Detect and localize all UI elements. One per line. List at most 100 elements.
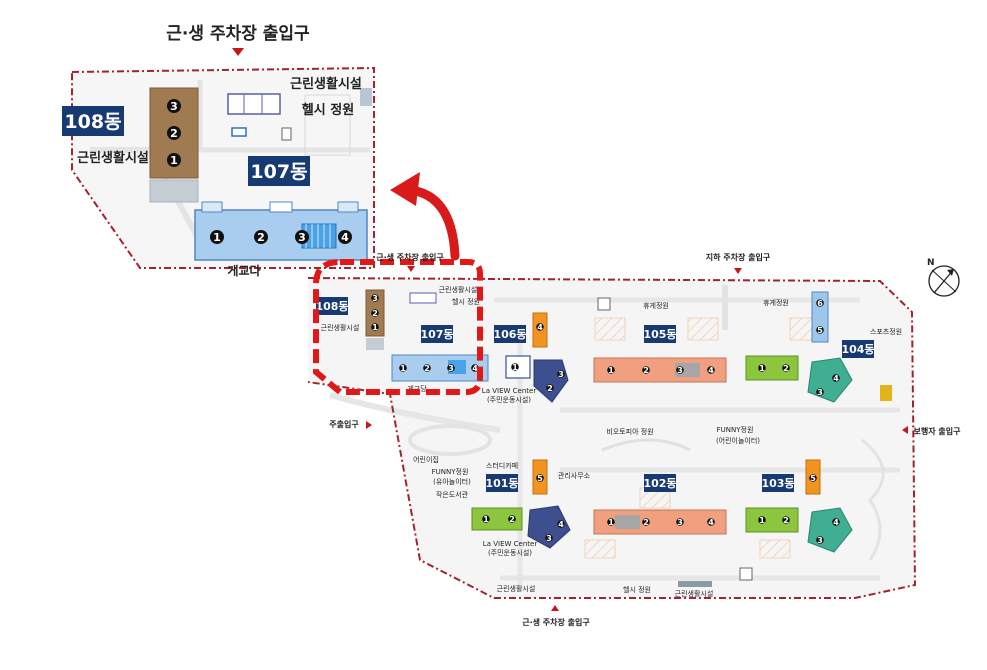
svg-text:5: 5 xyxy=(810,474,816,483)
svg-text:2: 2 xyxy=(643,366,649,375)
svg-text:3: 3 xyxy=(372,294,378,303)
building-103-label: 103동 xyxy=(761,474,795,492)
retail-bottom-right-label: 근린생활시설 xyxy=(675,589,714,598)
svg-text:1: 1 xyxy=(483,515,489,524)
laview-bottom-sub-label: (주민운동시설) xyxy=(488,548,532,557)
svg-text:4: 4 xyxy=(708,366,714,375)
svg-text:1: 1 xyxy=(400,364,406,373)
svg-text:3: 3 xyxy=(677,366,683,375)
site-top-entrance-label: 근·생 주차장 출입구 xyxy=(376,252,444,262)
svg-text:108동: 108동 xyxy=(315,300,348,313)
retail-small-label: 근린생활시설 xyxy=(321,323,360,332)
funny-right-label: FUNNY정원 xyxy=(717,425,754,434)
main-entrance-label: 주출입구 xyxy=(329,419,359,429)
main-site: 108동 3 2 1 근린생활시설 근린생활시설 헬시 정원 107동 1 2 … xyxy=(307,252,962,627)
facility-icon xyxy=(739,567,753,581)
inset-map: 근·생 주차장 출입구 108동 근린생활시설 3 2 1 xyxy=(62,24,375,278)
svg-text:1: 1 xyxy=(759,516,765,525)
rest-garden-2-label: 휴게정원 xyxy=(763,298,789,307)
funny-left-sub-label: (유아놀이터) xyxy=(433,477,471,486)
underground-entrance-label: 지하 주차장 출입구 xyxy=(706,252,771,262)
lobby-label: 게교당 xyxy=(407,384,427,393)
pedestrian-entrance-label: 보행자 출입구 xyxy=(914,426,962,436)
study-cafe-label: 스터디카페 xyxy=(486,461,518,470)
svg-text:3: 3 xyxy=(298,231,306,244)
svg-text:101동: 101동 xyxy=(485,477,518,490)
facility-icon xyxy=(597,297,611,311)
plaza xyxy=(584,539,616,559)
svg-text:1: 1 xyxy=(608,518,614,527)
svg-text:4: 4 xyxy=(558,520,564,529)
entrance-arrow-icon xyxy=(902,426,908,434)
funny-left-label: FUNNY정원 xyxy=(432,467,469,476)
svg-text:1: 1 xyxy=(759,364,765,373)
svg-text:102동: 102동 xyxy=(643,477,676,490)
building-104-label: 104동 xyxy=(841,340,875,358)
inset-structure xyxy=(360,88,372,106)
svg-text:107동: 107동 xyxy=(420,328,453,341)
svg-text:2: 2 xyxy=(170,127,178,140)
inset-road xyxy=(197,80,370,153)
svg-text:3: 3 xyxy=(546,534,552,543)
svg-text:3: 3 xyxy=(677,518,683,527)
entrance-arrow-icon xyxy=(366,421,372,429)
laview-top-sub-label: (주민운동시설) xyxy=(487,395,531,404)
retail-top-label: 근린생활시설 xyxy=(439,285,478,294)
svg-text:4: 4 xyxy=(708,518,714,527)
svg-text:2: 2 xyxy=(547,384,553,393)
svg-text:1: 1 xyxy=(608,366,614,375)
svg-text:2: 2 xyxy=(257,231,265,244)
building-106-label: 106동 xyxy=(493,325,527,343)
svg-text:4: 4 xyxy=(537,323,543,332)
svg-text:4: 4 xyxy=(341,231,349,244)
plaza xyxy=(759,539,791,559)
entrance-arrow-icon xyxy=(734,268,742,274)
building-106: 4 1 2 3 xyxy=(505,312,569,403)
building-105-label: 105동 xyxy=(643,325,677,343)
building-107: 1 2 3 4 xyxy=(391,354,489,382)
inset-108-label: 108동 xyxy=(62,106,124,136)
building-101-label: 101동 xyxy=(485,474,519,492)
road xyxy=(329,392,501,433)
plaza xyxy=(594,317,626,341)
svg-text:3: 3 xyxy=(558,370,564,379)
daycare-label: 어린이집 xyxy=(413,455,439,464)
zoom-arrowhead-icon xyxy=(390,172,420,206)
inset-retail-building xyxy=(227,93,292,141)
building-108-label: 108동 xyxy=(315,297,349,315)
svg-text:4: 4 xyxy=(833,374,839,383)
library-label: 작은도서관 xyxy=(436,490,469,499)
svg-text:2: 2 xyxy=(783,364,789,373)
inset-building-108: 3 2 1 xyxy=(149,87,199,203)
inset-bottom-label: 게교다 xyxy=(227,263,260,278)
bottom-entrance-label: 근·생 주차장 출입구 xyxy=(522,617,590,627)
laview-top-label: La VIEW Center xyxy=(482,387,537,395)
building-101: 5 1 2 3 4 xyxy=(471,459,571,549)
svg-text:1: 1 xyxy=(170,154,178,167)
building-108: 3 2 1 xyxy=(365,289,385,350)
svg-text:2: 2 xyxy=(783,516,789,525)
svg-text:2: 2 xyxy=(372,309,378,318)
svg-text:3: 3 xyxy=(448,364,454,373)
rest-garden-1-label: 휴게정원 xyxy=(643,301,669,310)
svg-text:3: 3 xyxy=(170,100,178,113)
inset-garden-outline xyxy=(304,94,351,156)
svg-text:5: 5 xyxy=(537,474,543,483)
inset-retail-right-label: 근린생활시설 xyxy=(290,76,362,92)
path-curve xyxy=(861,438,885,561)
svg-text:103동: 103동 xyxy=(761,477,794,490)
svg-text:5: 5 xyxy=(817,326,823,335)
plaza xyxy=(687,317,719,341)
building-104: 6 5 1 2 3 4 xyxy=(745,291,853,403)
inset-entrance-arrow-icon xyxy=(232,48,244,56)
inset-top-entrance-label: 근·생 주차장 출입구 xyxy=(166,24,310,44)
biotope-label: 비오토피아 정원 xyxy=(606,427,653,436)
inset-building-107: 1 2 3 4 xyxy=(194,201,368,261)
retail-top-building xyxy=(409,292,437,304)
path-curve xyxy=(601,438,691,452)
inset-107-label: 107동 xyxy=(248,156,310,186)
inset-garden-label: 헬시 정원 xyxy=(302,102,354,118)
retail-bottom-building xyxy=(678,581,712,587)
building-102: 1 2 3 4 xyxy=(593,509,727,535)
entrance-arrow-icon xyxy=(407,266,415,272)
